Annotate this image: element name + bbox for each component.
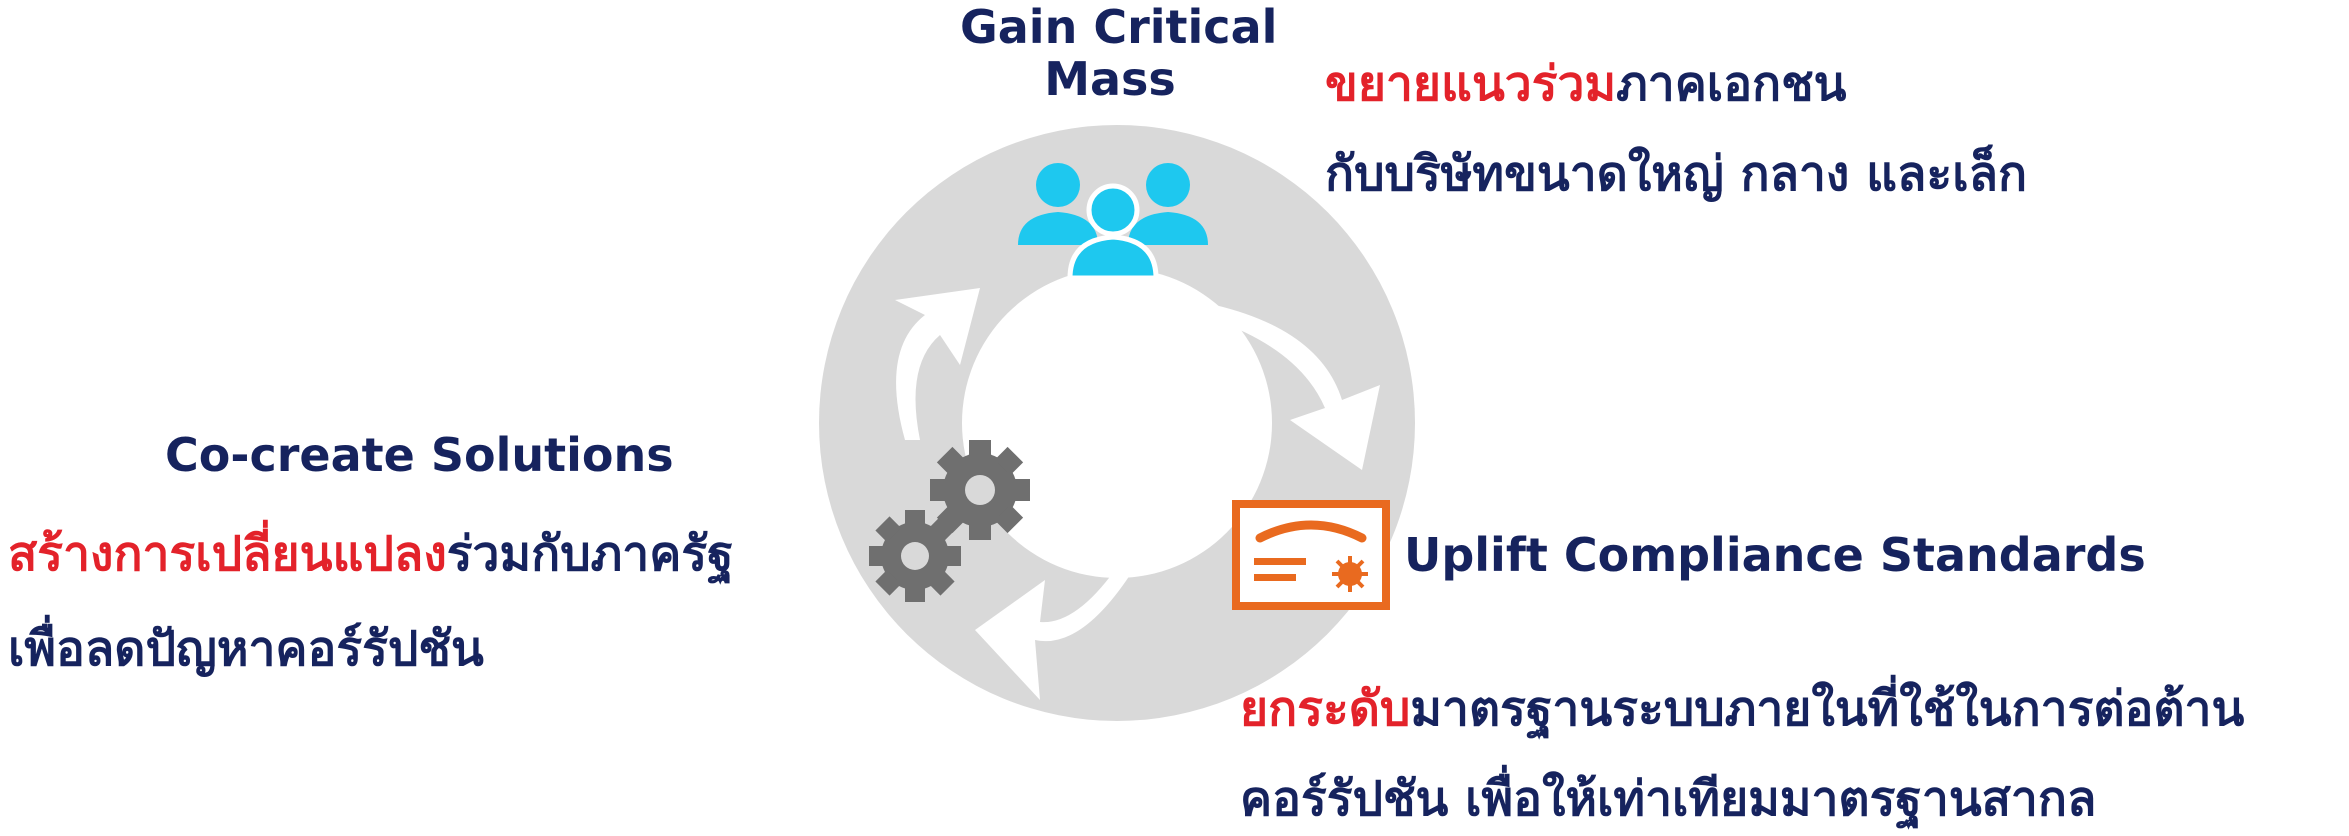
right-highlight-text: ยกระดับ [1240, 681, 1411, 737]
cycle-arrow-right [1215, 305, 1380, 470]
top-description-line1: ขยายแนวร่วมภาคเอกชน [1325, 60, 1846, 108]
certificate-icon [1232, 500, 1390, 610]
right-rest-text: มาตรฐานระบบภายในที่ใช้ในการต่อต้าน [1410, 681, 2245, 737]
heading-line2: Mass [1044, 51, 1176, 106]
top-rest-text: ภาคเอกชน [1616, 56, 1847, 112]
top-highlight-text: ขยายแนวร่วม [1325, 56, 1617, 112]
left-description-line1: สร้างการเปลี่ยนแปลงร่วมกับภาครัฐ [8, 530, 734, 578]
people-group-icon [1018, 163, 1208, 280]
cycle-arrow-bottom [975, 570, 1130, 700]
co-create-solutions-heading: Co-create Solutions [165, 428, 674, 482]
gears-icon [869, 440, 1030, 602]
left-rest-text: ร่วมกับภาครัฐ [446, 526, 734, 582]
ring-hole [962, 268, 1272, 578]
cycle-arrow-left [895, 288, 980, 440]
left-description-line2: เพื่อลดปัญหาคอร์รัปชัน [8, 621, 484, 677]
top-description-line2: กับบริษัทขนาดใหญ่ กลาง และเล็ก [1325, 146, 2028, 202]
gain-critical-mass-heading: Gain Critical Mass [960, 0, 1278, 106]
heading-line1: Gain Critical [960, 0, 1278, 54]
uplift-compliance-heading: Uplift Compliance Standards [1404, 528, 2146, 582]
right-description-line1: ยกระดับมาตรฐานระบบภายในที่ใช้ในการต่อต้า… [1240, 685, 2244, 733]
left-highlight-text: สร้างการเปลี่ยนแปลง [8, 526, 447, 582]
right-description-line2: คอร์รัปชัน เพื่อให้เท่าเทียมมาตรฐานสากล [1240, 771, 2097, 827]
